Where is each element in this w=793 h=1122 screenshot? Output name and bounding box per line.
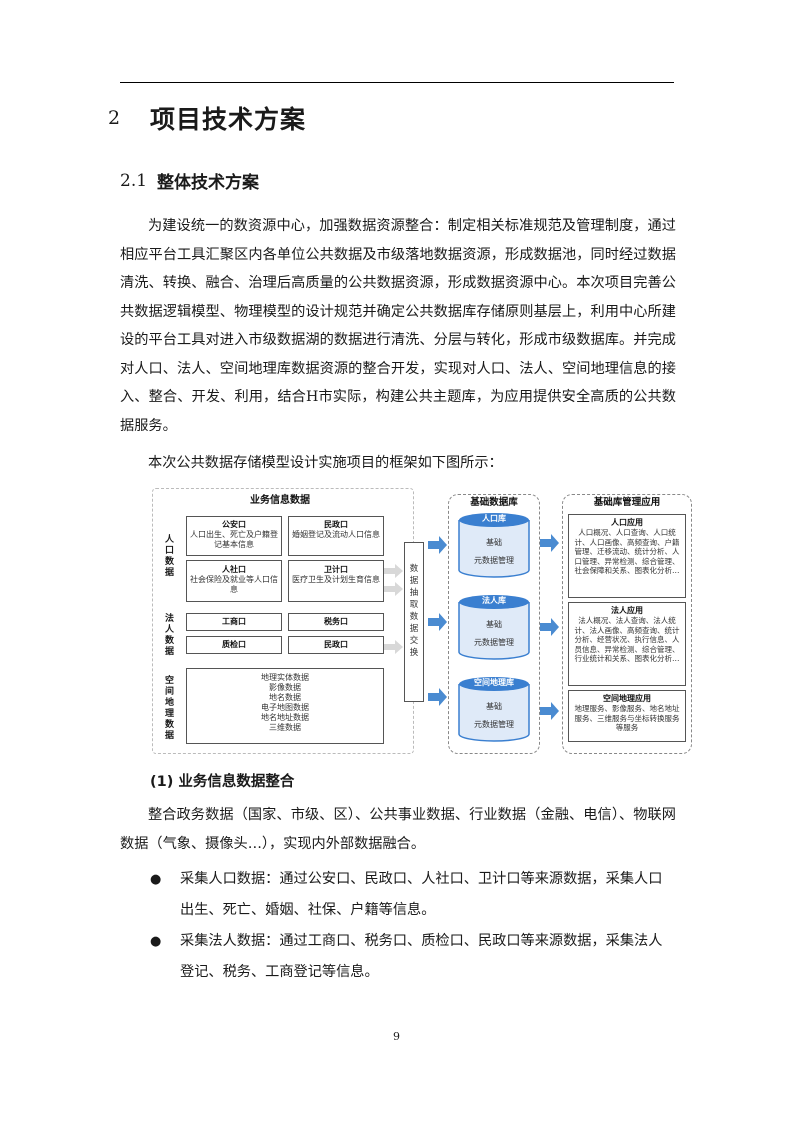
bullet-icon: ● [150, 934, 162, 949]
weiji-box: 卫计口 医疗卫生及计划生育信息 [288, 560, 384, 602]
business-data-title: 业务信息数据 [250, 495, 310, 506]
population-label: 人口数据 [164, 535, 174, 578]
renshe-text: 社会保险及就业等人口信息 [190, 575, 278, 594]
db-item: 元数据管理 [474, 556, 514, 565]
base-db-title: 基础数据库 [470, 497, 518, 508]
gongan-title: 公安口 [222, 520, 246, 529]
spatial-item: 影像数据 [269, 683, 301, 692]
spatial-item: 地名地址数据 [261, 713, 309, 722]
subheading-business-data: (1) 业务信息数据整合 [150, 774, 295, 790]
arrow-icon [384, 564, 403, 578]
minzheng-box: 民政口 婚姻登记及流动人口信息 [288, 516, 384, 556]
spatial-app-title: 空间地理应用 [603, 694, 651, 703]
intro-paragraph: 为建设统一的数资源中心，加强数据资源整合：制定相关标准规范及管理制度，通过相应平… [120, 218, 676, 434]
section-number: 2 [108, 107, 121, 129]
list-item-text: 采集人口数据：通过公安口、民政口、人社口、卫计口等来源数据，采集人口出生、死亡、… [180, 871, 663, 918]
page-number: 9 [393, 1030, 400, 1043]
minzheng-title: 民政口 [324, 520, 348, 529]
spatial-db-name: 空间地理库 [474, 678, 514, 687]
legal-db-name: 法人库 [482, 596, 506, 605]
zhijian-box: 质检口 [186, 636, 282, 654]
renshe-box: 人社口 社会保险及就业等人口信息 [186, 560, 282, 602]
population-app-text: 人口概况、人口查询、人口统计、人口画像、高频查询、户籍管理、迁移流动、统计分析、… [574, 528, 680, 575]
legal-app-box: 法人应用 法人概况、法人查询、法人统计、法人画像、高频查询、统计分析、经营状况、… [568, 602, 686, 686]
subsection-number: 2.1 [120, 170, 148, 191]
spatial-app-text: 地理服务、影像服务、地名地址服务、三维服务与坐标转换服务等服务 [574, 704, 680, 732]
population-db-cylinder: 人口库 基础 元数据管理 [458, 512, 530, 582]
population-app-box: 人口应用 人口概况、人口查询、人口统计、人口画像、高频查询、户籍管理、迁移流动、… [568, 514, 686, 598]
exchange-label: 数据抽取数据交换 [409, 564, 419, 658]
arrow-icon [540, 534, 559, 552]
db-item: 元数据管理 [474, 638, 514, 647]
db-item: 基础 [486, 620, 502, 629]
architecture-diagram: 业务信息数据 人口数据 法人数据 空间地理数据 公安口 人口出生、死亡及户籍登记… [152, 488, 694, 754]
legal-label: 法人数据 [164, 614, 174, 657]
header-rule [120, 82, 674, 83]
arrow-icon [384, 582, 403, 596]
legal-db-cylinder: 法人库 基础 元数据管理 [458, 594, 530, 664]
spatial-item: 地理实体数据 [261, 673, 309, 682]
list-item-text: 采集法人数据：通过工商口、税务口、质检口、民政口等来源数据，采集法人登记、税务、… [180, 933, 663, 980]
spatial-label: 空间地理数据 [164, 676, 174, 741]
minzheng-text: 婚姻登记及流动人口信息 [292, 530, 380, 539]
arrow-icon [540, 618, 559, 636]
list-item: ● 采集人口数据：通过公安口、民政口、人社口、卫计口等来源数据，采集人口出生、死… [150, 864, 676, 926]
weiji-text: 医疗卫生及计划生育信息 [292, 575, 380, 584]
spatial-item: 电子地图数据 [261, 703, 309, 712]
section-title: 项目技术方案 [150, 105, 307, 134]
arrow-icon [428, 688, 447, 706]
gongshang-box: 工商口 [186, 613, 282, 631]
arrow-icon [384, 640, 403, 654]
subsection-heading: 2.1 整体技术方案 [120, 168, 260, 194]
weiji-title: 卫计口 [324, 565, 348, 574]
minzheng2-box: 民政口 [288, 636, 384, 654]
bullet-icon: ● [150, 872, 162, 887]
exchange-box: 数据抽取数据交换 [404, 542, 424, 702]
figure-intro-paragraph: 本次公共数据存储模型设计实施项目的框架如下图所示： [148, 455, 503, 471]
app-panel [562, 494, 692, 754]
legal-app-title: 法人应用 [611, 606, 643, 615]
base-db-panel [448, 494, 540, 754]
spatial-item: 地名数据 [269, 693, 301, 702]
arrow-icon [428, 613, 447, 631]
arrow-icon [428, 536, 447, 554]
arrow-icon [540, 702, 559, 720]
spatial-item: 三维数据 [269, 723, 301, 732]
db-item: 基础 [486, 538, 502, 547]
gongan-box: 公安口 人口出生、死亡及户籍登记基本信息 [186, 516, 282, 556]
db-item: 基础 [486, 702, 502, 711]
population-db-name: 人口库 [482, 514, 506, 523]
list-item: ● 采集法人数据：通过工商口、税务口、质检口、民政口等来源数据，采集法人登记、税… [150, 926, 676, 988]
spatial-data-box: 地理实体数据 影像数据 地名数据 电子地图数据 地名地址数据 三维数据 [186, 668, 384, 744]
spatial-db-cylinder: 空间地理库 基础 元数据管理 [458, 676, 530, 746]
db-item: 元数据管理 [474, 720, 514, 729]
shuiwu-box: 税务口 [288, 613, 384, 631]
section-heading: 2 项目技术方案 [108, 98, 306, 138]
legal-app-text: 法人概况、法人查询、法人统计、法人画像、高频查询、统计分析、经营状况、执行信息、… [574, 616, 680, 663]
renshe-title: 人社口 [222, 565, 246, 574]
spatial-app-box: 空间地理应用 地理服务、影像服务、地名地址服务、三维服务与坐标转换服务等服务 [568, 690, 686, 742]
population-app-title: 人口应用 [611, 518, 643, 527]
subsection-title: 整体技术方案 [157, 173, 260, 193]
app-panel-title: 基础库管理应用 [593, 497, 661, 508]
gongan-text: 人口出生、死亡及户籍登记基本信息 [190, 530, 278, 549]
integration-paragraph: 整合政务数据（国家、市级、区）、公共事业数据、行业数据（金融、电信）、物联网数据… [120, 807, 676, 852]
